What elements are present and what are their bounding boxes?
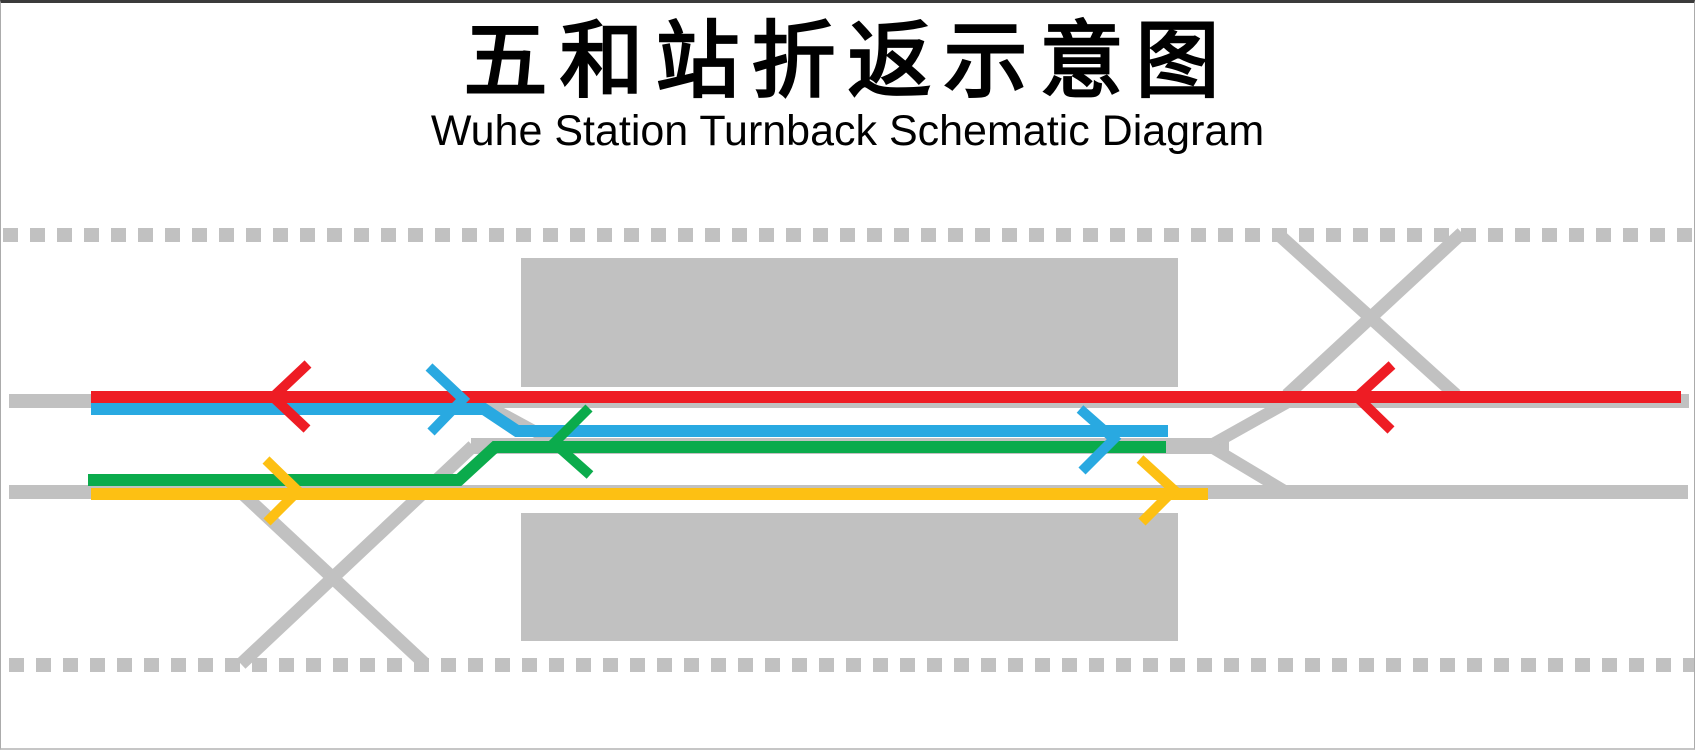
title-block: 五和站折返示意图 Wuhe Station Turnback Schematic… bbox=[1, 3, 1694, 153]
lower-platform bbox=[521, 513, 1178, 641]
yellow-arrow-right-west bbox=[262, 456, 306, 526]
right-switch-middle-to-lower bbox=[1209, 442, 1292, 499]
schematic-svg bbox=[3, 228, 1694, 672]
upper-platform bbox=[521, 258, 1178, 387]
route-green-out-of-turnback bbox=[88, 441, 1166, 486]
right-crossover-leg-up bbox=[1282, 228, 1467, 400]
blue-arrow-right-east bbox=[1076, 405, 1122, 475]
yellow-arrow-right-east bbox=[1136, 455, 1182, 526]
red-arrow-left-west bbox=[265, 360, 312, 433]
route-blue-into-turnback bbox=[91, 403, 1168, 437]
page-subtitle: Wuhe Station Turnback Schematic Diagram bbox=[430, 107, 1265, 155]
green-arrow-left-center bbox=[546, 404, 594, 479]
page-title: 五和站折返示意图 bbox=[463, 14, 1232, 108]
red-arrow-left-east bbox=[1349, 361, 1396, 434]
right-switch-middle-to-upper bbox=[1210, 396, 1291, 450]
blue-arrow-right-west bbox=[425, 363, 471, 436]
